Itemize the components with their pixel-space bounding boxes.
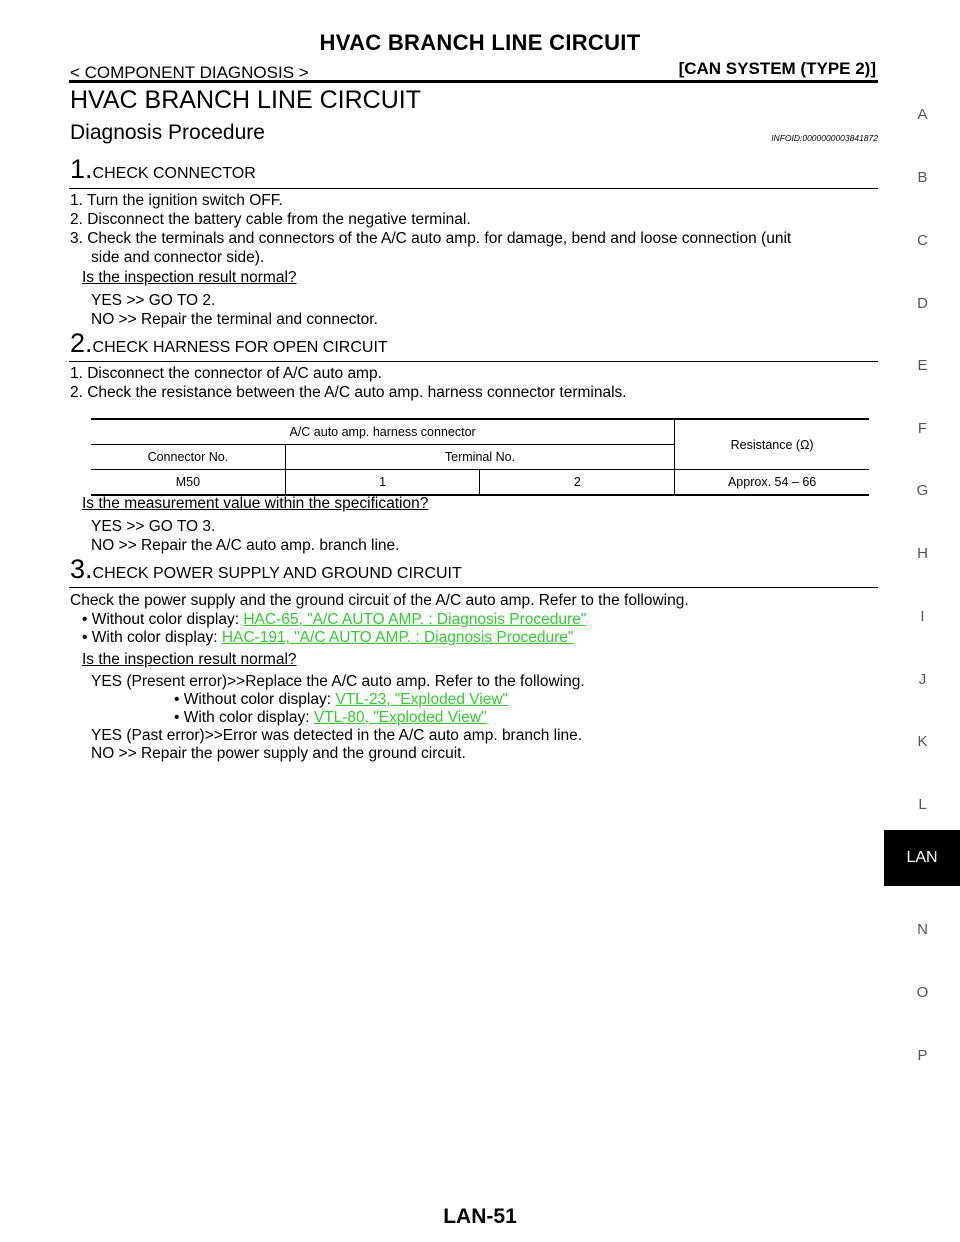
reference-label: • With color display: [174, 709, 314, 726]
side-index-d[interactable]: D [917, 295, 928, 312]
side-index-h[interactable]: H [917, 545, 928, 562]
reference-link[interactable]: HAC-191, "A/C AUTO AMP. : Diagnosis Proc… [221, 629, 574, 646]
question: Is the inspection result normal? [82, 651, 297, 668]
system-label: [CAN SYSTEM (TYPE 2)] [678, 59, 876, 78]
side-index-k[interactable]: K [917, 733, 928, 750]
table-cell-terminal-b: 2 [479, 469, 675, 496]
reference-item: • Without color display: VTL-23, "Explod… [174, 691, 508, 709]
table-resistance-header: Resistance (Ω) [674, 418, 869, 470]
header-title: HVAC BRANCH LINE CIRCUIT [319, 30, 641, 55]
side-index-j[interactable]: J [918, 671, 927, 688]
resistance-table: A/C auto amp. harness connector Resistan… [91, 418, 869, 496]
section-title: Diagnosis Procedure [70, 121, 265, 144]
breadcrumb: < COMPONENT DIAGNOSIS > [70, 63, 309, 82]
instruction-line: 1. Disconnect the connector of A/C auto … [70, 365, 382, 382]
question: Is the measurement value within the spec… [82, 495, 429, 512]
side-index-f[interactable]: F [917, 420, 928, 437]
header-divider [69, 80, 878, 83]
step-divider [69, 188, 878, 189]
table-cell-resistance: Approx. 54 – 66 [674, 469, 869, 496]
instruction-line: 2. Disconnect the battery cable from the… [70, 211, 471, 228]
side-index-b[interactable]: B [917, 169, 928, 186]
step-number: 2. [70, 328, 93, 358]
side-index-l[interactable]: L [918, 796, 927, 813]
instruction-line: Check the power supply and the ground ci… [70, 592, 689, 609]
yes-past-answer: YES (Past error)>>Error was detected in … [91, 727, 583, 744]
no-answer: NO >> Repair the A/C auto amp. branch li… [91, 537, 400, 554]
reference-item: • With color display: VTL-80, "Exploded … [174, 709, 487, 727]
step-2-heading: 2.CHECK HARNESS FOR OPEN CIRCUIT [70, 328, 388, 359]
yes-present-answer: YES (Present error)>>Replace the A/C aut… [91, 673, 585, 690]
page-number: LAN-51 [443, 1205, 517, 1228]
reference-link[interactable]: HAC-65, "A/C AUTO AMP. : Diagnosis Proce… [243, 611, 587, 628]
no-answer: NO >> Repair the terminal and connector. [91, 311, 378, 328]
table-group-header: A/C auto amp. harness connector [91, 418, 675, 445]
page-title: HVAC BRANCH LINE CIRCUIT [70, 86, 421, 114]
yes-answer: YES >> GO TO 2. [91, 292, 216, 309]
instruction-line: 3. Check the terminals and connectors of… [70, 230, 792, 247]
side-index-n[interactable]: N [917, 921, 928, 938]
info-id: INFOID:0000000003841872 [771, 133, 878, 143]
step-title: CHECK POWER SUPPLY AND GROUND CIRCUIT [92, 565, 462, 582]
side-index-a[interactable]: A [917, 106, 928, 123]
step-3-heading: 3.CHECK POWER SUPPLY AND GROUND CIRCUIT [70, 554, 462, 585]
step-title: CHECK CONNECTOR [92, 165, 256, 182]
instruction-line: side and connector side). [91, 249, 265, 266]
instruction-line: 2. Check the resistance between the A/C … [70, 384, 627, 401]
reference-item: • With color display: HAC-191, "A/C AUTO… [82, 628, 573, 647]
table-cell-connector: M50 [91, 469, 286, 496]
side-index-o[interactable]: O [916, 984, 929, 1001]
reference-link[interactable]: VTL-23, "Exploded View" [335, 691, 509, 708]
step-divider [69, 587, 878, 588]
step-number: 1. [70, 154, 93, 184]
side-index-p[interactable]: P [917, 1047, 928, 1064]
side-index-c[interactable]: C [917, 232, 928, 249]
step-divider [69, 361, 878, 362]
table-connector-header: Connector No. [91, 444, 286, 470]
reference-link[interactable]: VTL-80, "Exploded View" [313, 709, 487, 726]
instruction-line: 1. Turn the ignition switch OFF. [70, 192, 283, 209]
side-index-lan-active[interactable]: LAN [884, 830, 960, 886]
question: Is the inspection result normal? [82, 269, 297, 286]
reference-item: • Without color display: HAC-65, "A/C AU… [82, 610, 586, 629]
table-cell-terminal-a: 1 [284, 469, 480, 496]
step-number: 3. [70, 554, 93, 584]
reference-label: • With color display: [82, 629, 222, 646]
step-title: CHECK HARNESS FOR OPEN CIRCUIT [92, 339, 388, 356]
no-answer: NO >> Repair the power supply and the gr… [91, 745, 466, 762]
reference-label: • Without color display: [82, 611, 244, 628]
side-index-i[interactable]: I [920, 608, 925, 625]
step-1-heading: 1.CHECK CONNECTOR [70, 154, 256, 185]
reference-label: • Without color display: [174, 691, 336, 708]
side-index-g[interactable]: G [916, 482, 929, 499]
yes-answer: YES >> GO TO 3. [91, 518, 216, 535]
side-index-e[interactable]: E [917, 357, 928, 374]
table-terminal-header: Terminal No. [284, 444, 675, 470]
